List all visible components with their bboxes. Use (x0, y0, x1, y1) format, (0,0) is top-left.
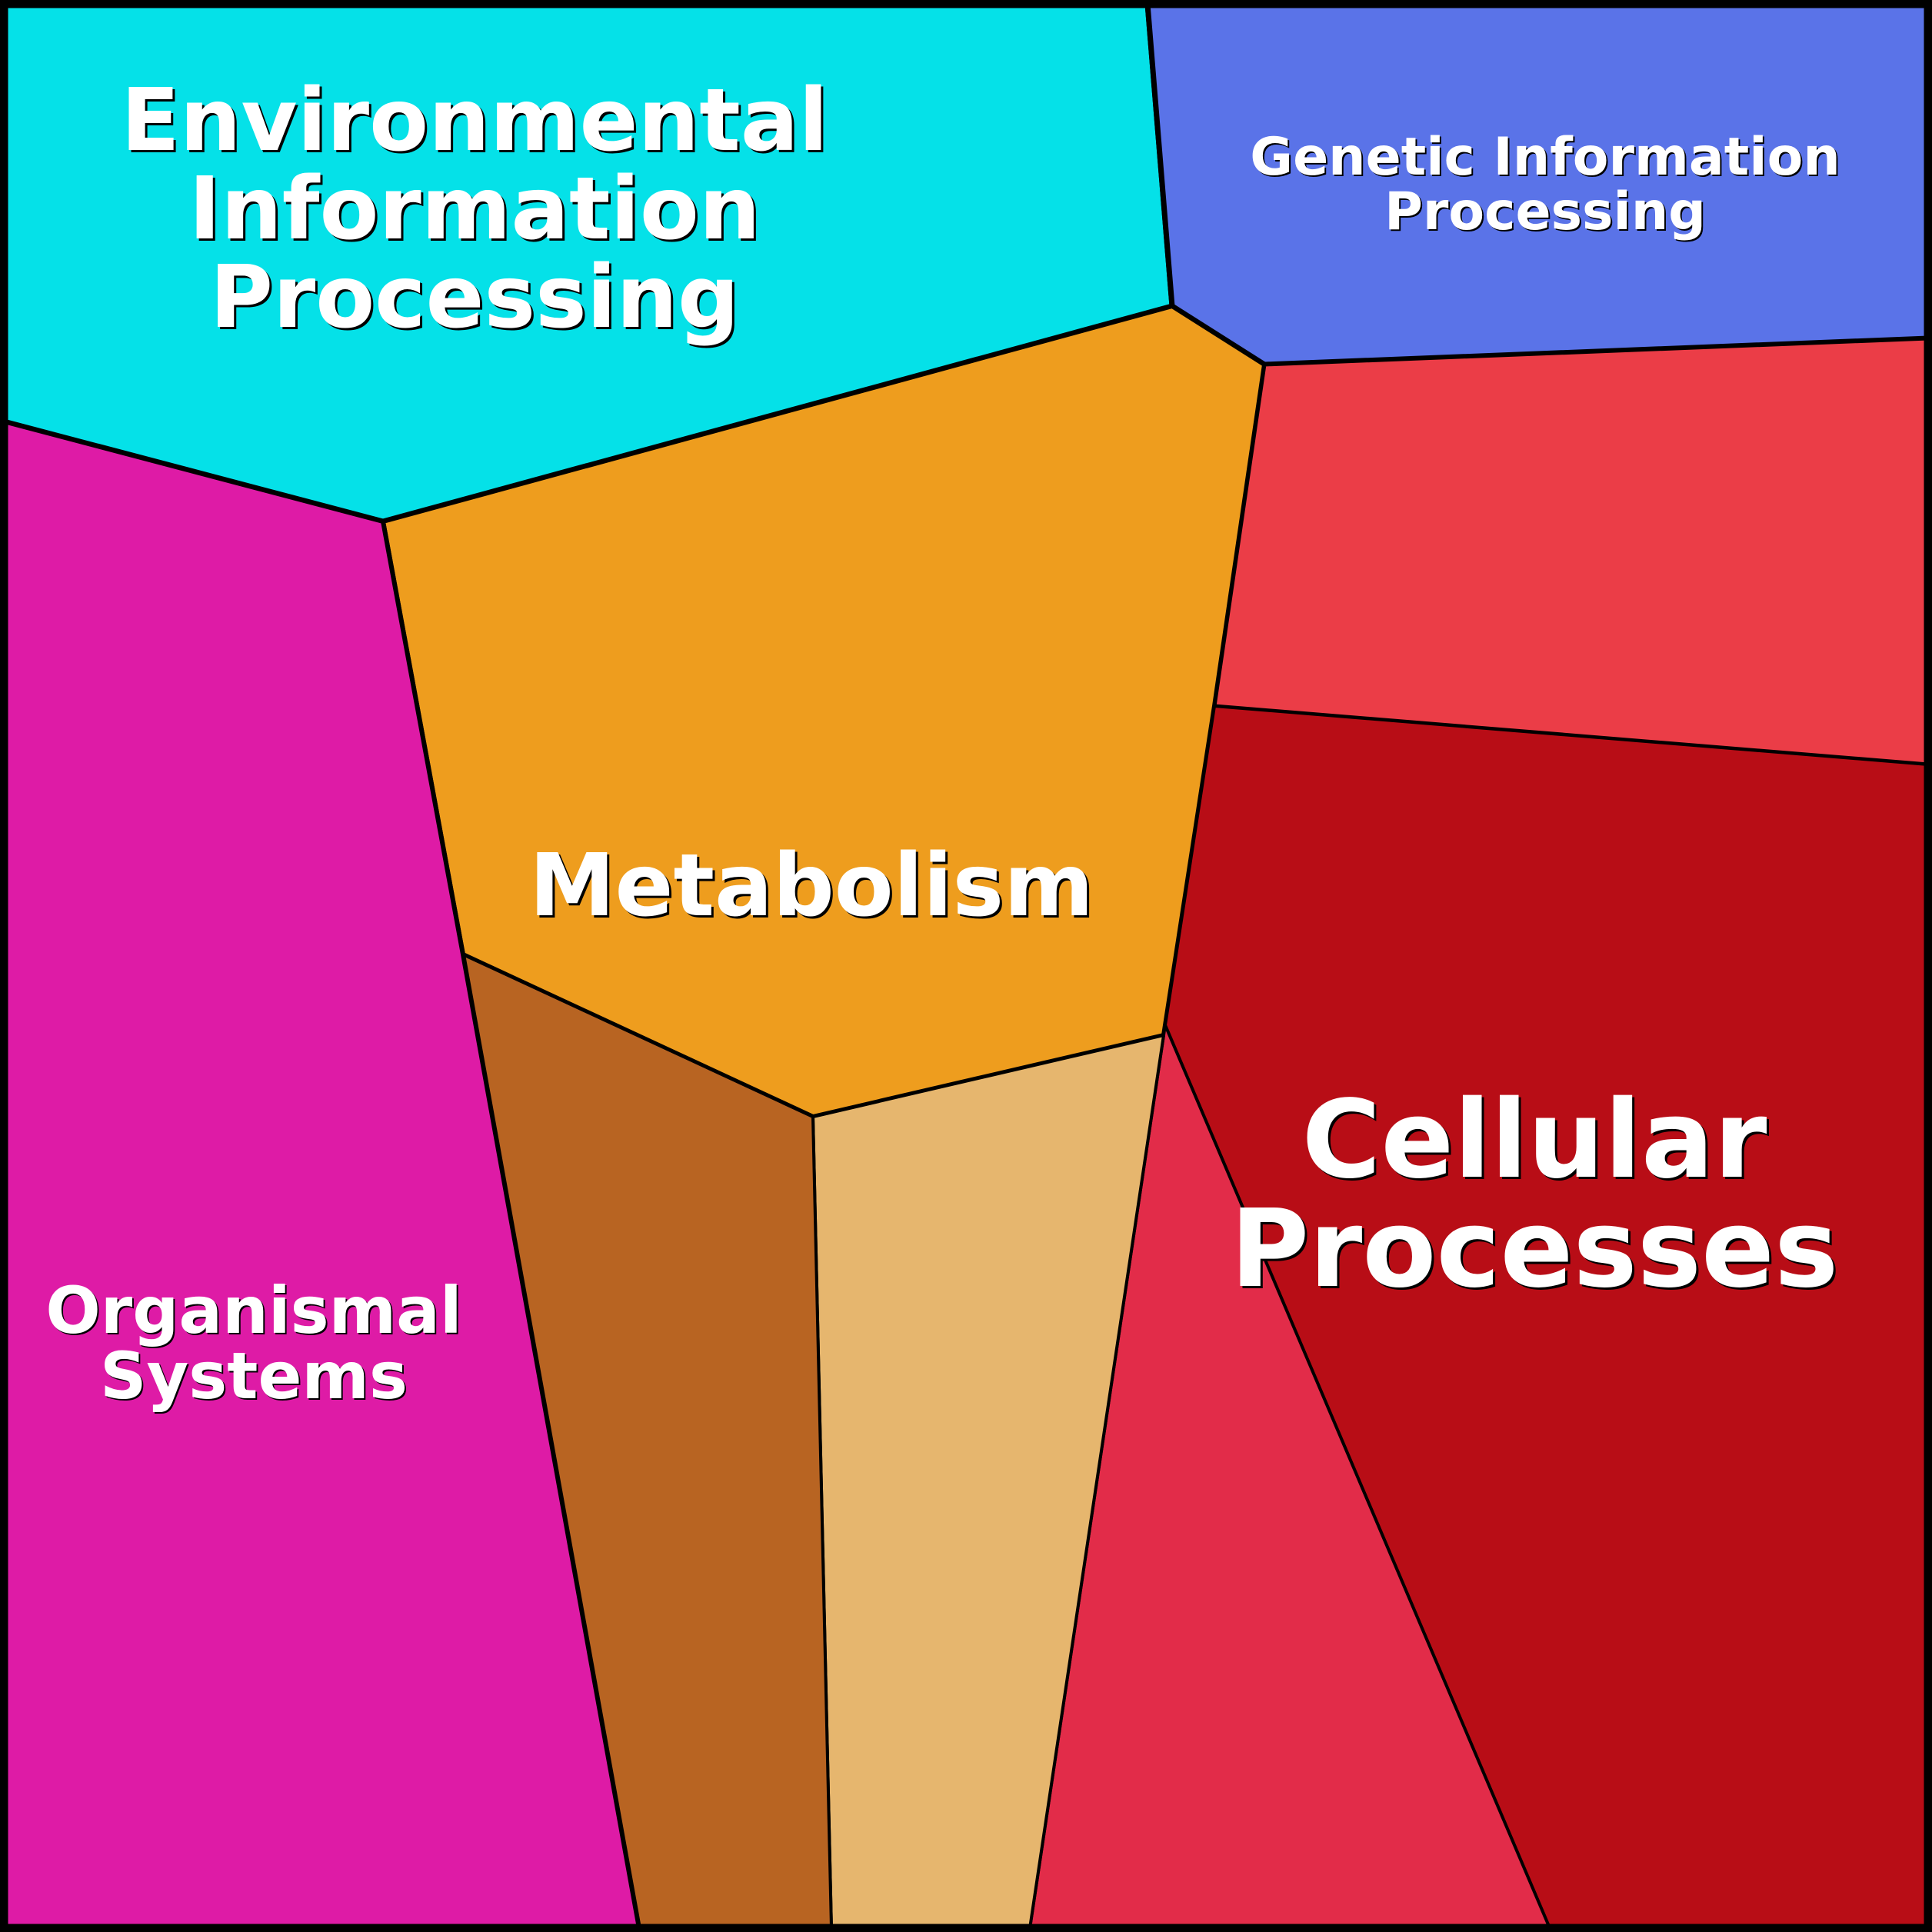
label-cellular-line-1: Cellular (1302, 1078, 1767, 1203)
label-cellular-line-2-shadow: Processes (1233, 1189, 1841, 1314)
label-metabolism-shadow: Metabolism (531, 838, 1096, 938)
label-metabolism: Metabolism Metabolism (529, 836, 1096, 938)
label-organismal-line-1-shadow: Organismal (47, 1274, 463, 1350)
label-cellular: Cellular Cellular Processes Processes (1231, 1078, 1841, 1314)
label-environmental-line-2-shadow: Information (191, 162, 762, 261)
label-organismal-line-2-shadow: Systems (102, 1340, 409, 1415)
label-organismal-line-1: Organismal (45, 1273, 461, 1348)
label-genetic-line-1: Genetic Information (1250, 127, 1840, 188)
label-environmental: Environmental Environmental Information … (121, 71, 830, 350)
label-cellular-line-2: Processes (1231, 1187, 1839, 1312)
label-organismal-line-2: Systems (100, 1338, 408, 1414)
label-genetic-line-2: Processing (1384, 182, 1706, 242)
label-organismal: Organismal Organismal Systems Systems (45, 1273, 463, 1415)
label-genetic-line-2-shadow: Processing (1386, 183, 1707, 244)
label-genetic: Genetic Information Genetic Information … (1250, 127, 1842, 244)
label-environmental-line-1: Environmental (121, 71, 828, 171)
label-environmental-line-2: Information (188, 159, 760, 259)
label-environmental-line-3: Processing (210, 248, 739, 348)
label-environmental-line-1-shadow: Environmental (123, 73, 830, 173)
label-metabolism-line-1: Metabolism (529, 836, 1094, 936)
label-environmental-line-3-shadow: Processing (212, 250, 741, 350)
cell-cellular-sub-top (1212, 336, 1930, 767)
label-genetic-line-1-shadow: Genetic Information (1251, 128, 1842, 189)
label-cellular-line-1-shadow: Cellular (1304, 1080, 1770, 1205)
